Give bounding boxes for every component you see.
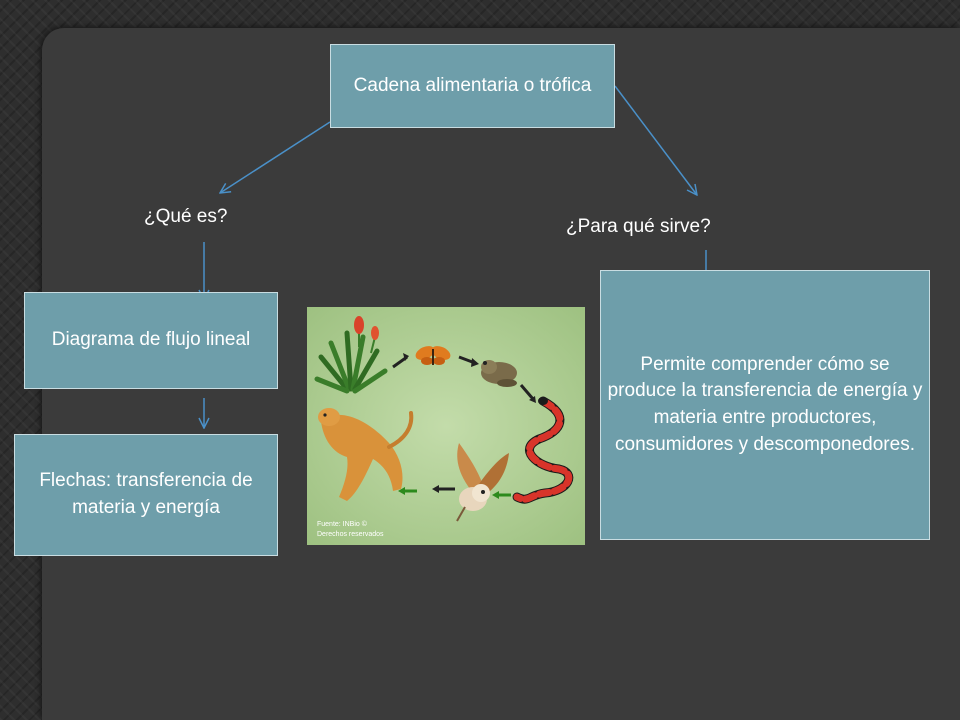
arrows-meaning-text: Flechas: transferencia de materia y ener… <box>39 470 253 518</box>
arrow-icon <box>519 384 536 403</box>
what-for-label: ¿Para qué sirve? <box>566 216 711 237</box>
title-text: Cadena alimentaria o trófica <box>353 74 592 96</box>
arrow-title-to-que <box>220 121 331 193</box>
arrow-icon <box>458 355 479 367</box>
owl-icon <box>456 443 509 522</box>
plant-icon <box>314 316 388 394</box>
image-credit-line-1: Fuente: INBio © <box>317 520 368 528</box>
arrows-meaning-box: Flechas: transferencia de materia y ener… <box>14 434 278 556</box>
arrow-icon <box>398 487 417 495</box>
arrow-icon <box>432 485 455 493</box>
title-box: Cadena alimentaria o trófica <box>330 44 615 128</box>
arrow-title-to-para <box>614 85 697 195</box>
definition-text: Diagrama de flujo lineal <box>51 329 251 351</box>
arrow-icon <box>392 353 409 369</box>
food-chain-illustration: Fuente: INBio © Derechos reservados <box>307 307 585 545</box>
butterfly-icon <box>415 346 451 365</box>
purpose-text: Permite comprender cómo se produce la tr… <box>607 353 923 455</box>
image-credit-line-2: Derechos reservados <box>317 531 384 538</box>
purpose-box: Permite comprender cómo se produce la tr… <box>600 270 930 540</box>
definition-box: Diagrama de flujo lineal <box>24 292 278 389</box>
arrow-icon <box>492 491 511 499</box>
puma-icon <box>318 408 414 501</box>
frog-icon <box>481 360 517 387</box>
what-is-label: ¿Qué es? <box>144 206 228 227</box>
snake-icon <box>512 396 574 504</box>
